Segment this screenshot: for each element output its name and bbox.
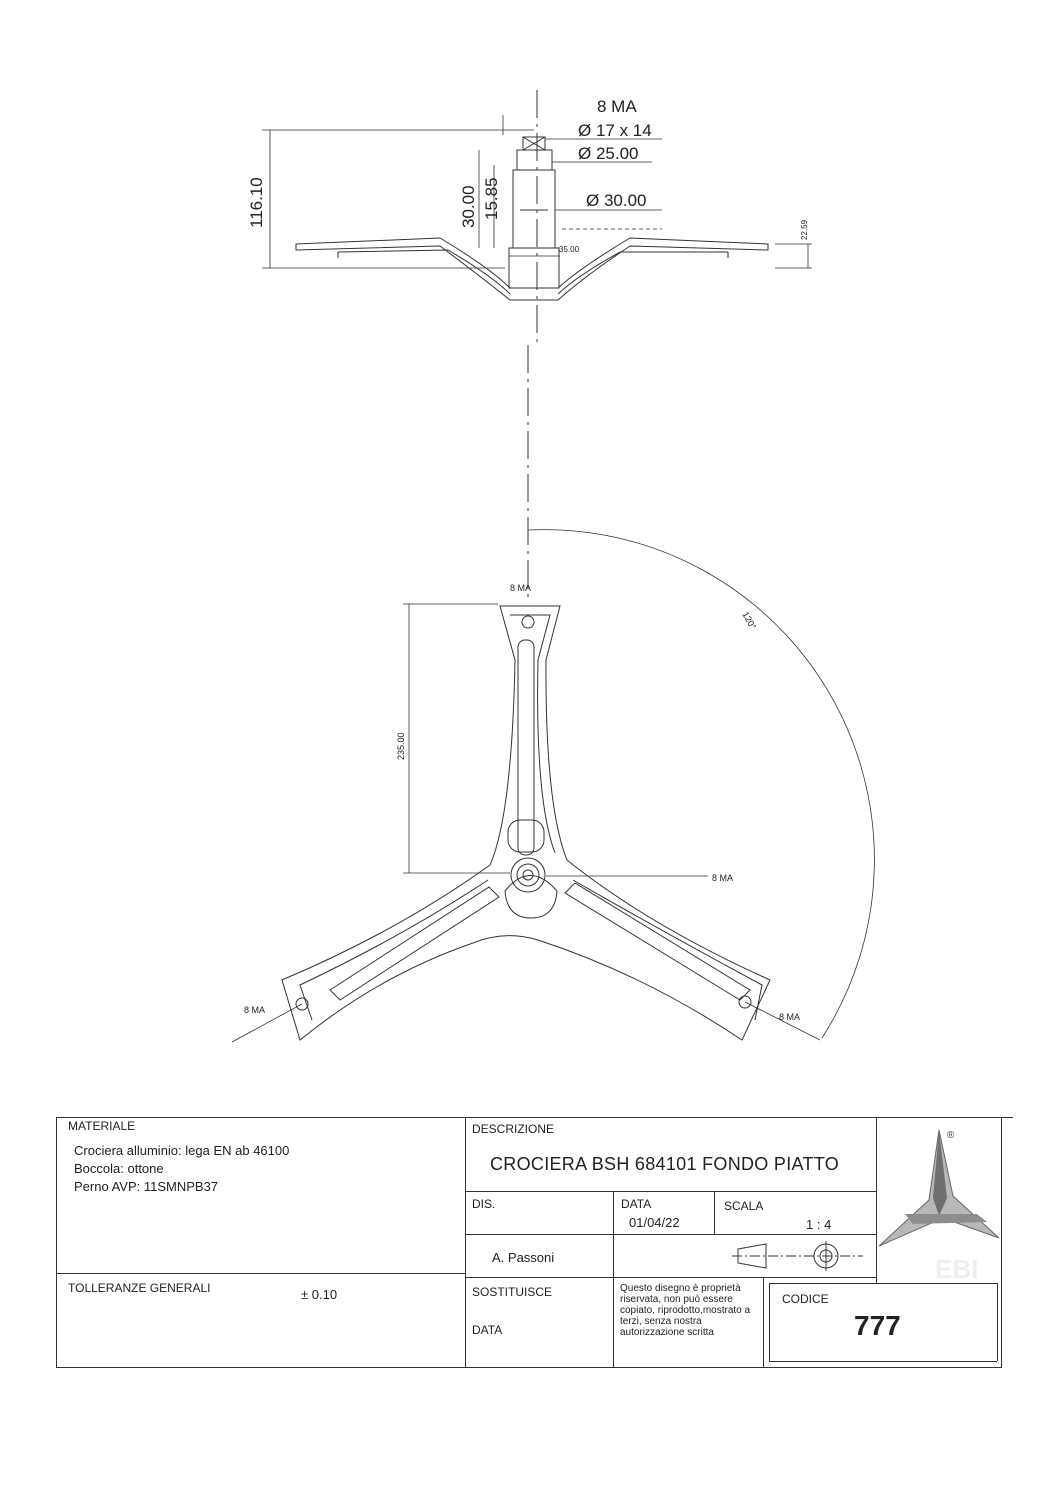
- dis-label: DIS.: [472, 1197, 496, 1211]
- dim-shoulder-height: 15.85: [482, 177, 501, 220]
- dim-bushing-diameter: Ø 25.00: [578, 144, 639, 163]
- dim-hub-height: 30.00: [459, 185, 478, 228]
- top-view-dimension-labels: 8 MA 8 MA 8 MA 8 MA 235.00 120°: [244, 583, 800, 1022]
- dim-angle: 120°: [740, 610, 758, 631]
- data2-label: DATA: [472, 1323, 503, 1337]
- spider-outline: [281, 605, 771, 1041]
- materiale-line-3: Perno AVP: 11SMNPB37: [74, 1179, 219, 1194]
- dim-arm-length: 235.00: [396, 732, 406, 760]
- data-label: DATA: [621, 1197, 652, 1211]
- scala-value: 1 : 4: [806, 1217, 832, 1232]
- descrizione-label: DESCRIZIONE: [472, 1122, 555, 1136]
- materiale-label: MATERIALE: [68, 1119, 136, 1133]
- star-logo-icon: EBI ®: [878, 1129, 1000, 1284]
- projection-symbol: [732, 1241, 863, 1271]
- hole-label-right: 8 MA: [779, 1012, 800, 1022]
- scala-label: SCALA: [724, 1199, 764, 1213]
- hole-label-left: 8 MA: [244, 1005, 265, 1015]
- thread-label: 8 MA: [597, 97, 637, 116]
- materiale-line-2: Boccola: ottone: [74, 1161, 164, 1176]
- dim-hub-diameter: Ø 30.00: [586, 191, 647, 210]
- registered-mark: ®: [947, 1130, 955, 1141]
- dim-flange-height: 22.59: [800, 219, 809, 240]
- dis-value: A. Passoni: [492, 1250, 555, 1265]
- hole-label-top: 8 MA: [510, 583, 531, 593]
- ownership-note: Questo disegno è proprietà riservata, no…: [620, 1283, 751, 1338]
- descrizione-value: CROCIERA BSH 684101 FONDO PIATTO: [490, 1154, 840, 1174]
- materiale-line-1: Crociera alluminio: lega EN ab 46100: [74, 1143, 290, 1158]
- tolleranze-value: ± 0.10: [301, 1287, 338, 1302]
- company-logo: EBI ®: [877, 1118, 1001, 1284]
- side-view-profile: [295, 136, 769, 301]
- hole-label-center: 8 MA: [712, 873, 733, 883]
- logo-text: EBI: [935, 1254, 978, 1282]
- dim-hub-width: 35.00: [559, 245, 580, 254]
- tolleranze-label: TOLLERANZE GENERALI: [68, 1281, 211, 1295]
- technical-drawing: 8 MA Ø 17 x 14 Ø 25.00 Ø 30.00 116.10 30…: [231, 90, 875, 1043]
- dim-total-height: 116.10: [247, 177, 266, 228]
- top-view-dimension-lines: [231, 529, 875, 1043]
- title-block: MATERIALE Crociera alluminio: lega EN ab…: [56, 1115, 1013, 1368]
- mounting-holes: [295, 615, 752, 1011]
- center-axis: [527, 90, 538, 600]
- side-view-dimension-lines: [262, 115, 812, 269]
- codice-value: 777: [854, 1310, 901, 1341]
- codice-label: CODICE: [782, 1292, 829, 1306]
- dim-pin-diameter: Ø 17 x 14: [578, 121, 652, 140]
- side-view-dimension-labels: 8 MA Ø 17 x 14 Ø 25.00 Ø 30.00 116.10 30…: [247, 97, 809, 254]
- sostituisce-label: SOSTITUISCE: [472, 1285, 553, 1299]
- data-value: 01/04/22: [629, 1215, 680, 1230]
